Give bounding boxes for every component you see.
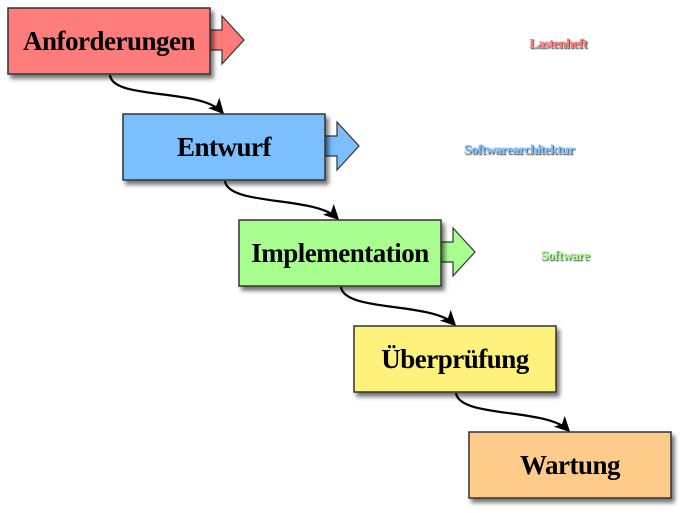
stage-box bbox=[353, 325, 557, 393]
output-arrow-anforderungen bbox=[209, 14, 245, 66]
connectors bbox=[108, 74, 571, 433]
stage-label-wartung: Wartung bbox=[520, 450, 621, 480]
stage-entwurf: Entwurf bbox=[122, 113, 326, 181]
output-label-softwarearchitektur: Softwarearchitektur bbox=[464, 143, 575, 158]
stage-box bbox=[468, 431, 672, 499]
connector-implementation-ueberpruefung bbox=[339, 286, 457, 327]
output-label-software: Software bbox=[541, 249, 590, 264]
stage-wartung: Wartung bbox=[468, 431, 672, 499]
stage-label-ueberpruefung: Überprüfung bbox=[381, 344, 530, 374]
stage-box bbox=[238, 219, 442, 287]
stage-label-anforderungen: Anforderungen bbox=[23, 26, 195, 56]
stage-anforderungen: Anforderungen bbox=[7, 7, 211, 75]
stage-label-entwurf: Entwurf bbox=[177, 132, 273, 162]
connector-ueberpruefung-wartung bbox=[454, 392, 571, 433]
connector-entwurf-implementation bbox=[223, 180, 340, 221]
output-arrow-implementation bbox=[440, 226, 476, 278]
stage-label-implementation: Implementation bbox=[251, 238, 429, 268]
stage-ueberpruefung: Überprüfung bbox=[353, 325, 557, 393]
stage-box bbox=[7, 7, 211, 75]
connector-anforderungen-entwurf bbox=[108, 74, 225, 115]
stage-implementation: Implementation bbox=[238, 219, 442, 287]
output-label-lastenheft: Lastenheft bbox=[529, 37, 588, 52]
stage-box bbox=[122, 113, 326, 181]
output-arrow-entwurf bbox=[324, 120, 360, 172]
